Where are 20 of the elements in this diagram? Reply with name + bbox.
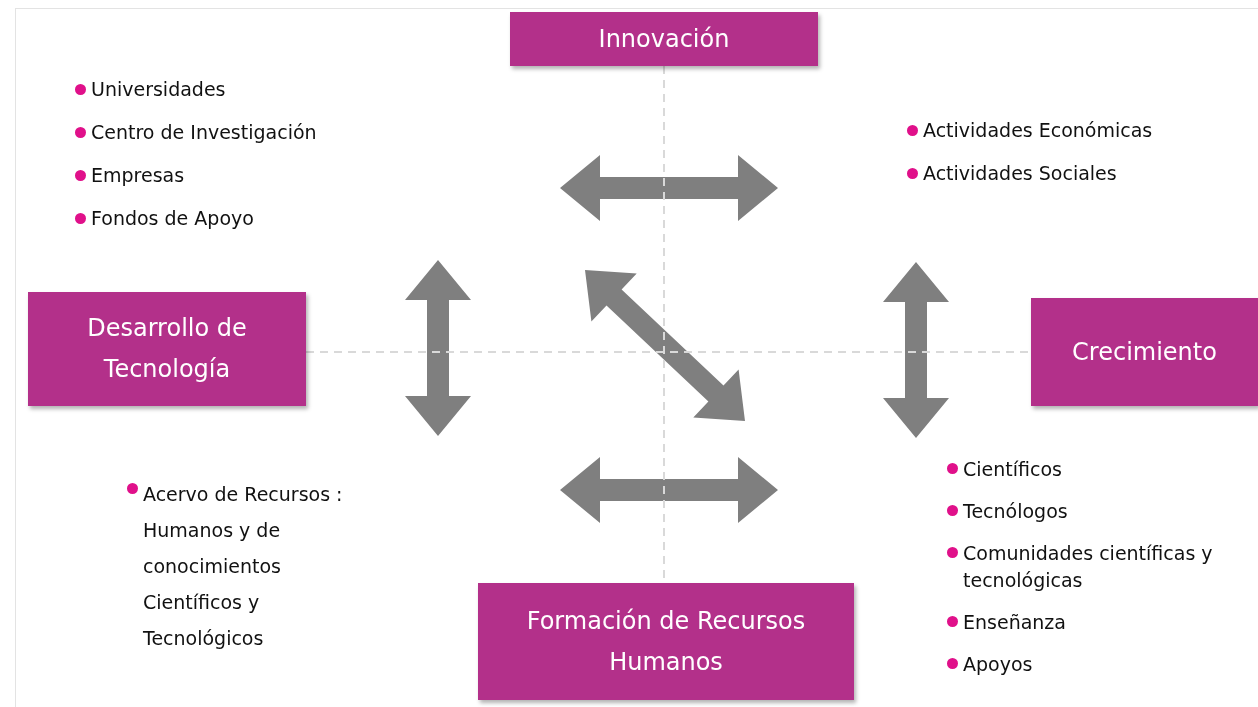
list-item: Tecnólogos (963, 499, 1068, 524)
box-title: Formación de Recursos Humanos (525, 605, 807, 678)
list-item: Actividades Económicas (923, 118, 1153, 143)
box-title: Innovación (598, 23, 730, 55)
list-item: Centro de Investigación (91, 120, 317, 145)
list-item: Científicos (963, 457, 1062, 482)
box-title: Crecimiento (1072, 336, 1217, 368)
list-item: Universidades (91, 77, 226, 102)
list-item: Apoyos (963, 652, 1033, 677)
list-item: Acervo de Recursos : Humanos y de conocimientos Científicos y Tecnológicos (143, 482, 344, 651)
list-item: Empresas (91, 163, 185, 188)
list-item: Actividades Sociales (923, 161, 1117, 186)
list-item: Enseñanza (963, 610, 1066, 635)
list-item: Comunidades científicas y tecnológicas (963, 541, 1214, 593)
process-box (510, 12, 818, 66)
process-box (478, 583, 854, 700)
list-item: Fondos de Apoyo (91, 206, 254, 231)
process-box (28, 292, 306, 406)
box-title: Desarrollo de Tecnología (86, 313, 248, 385)
process-box (1031, 298, 1258, 406)
